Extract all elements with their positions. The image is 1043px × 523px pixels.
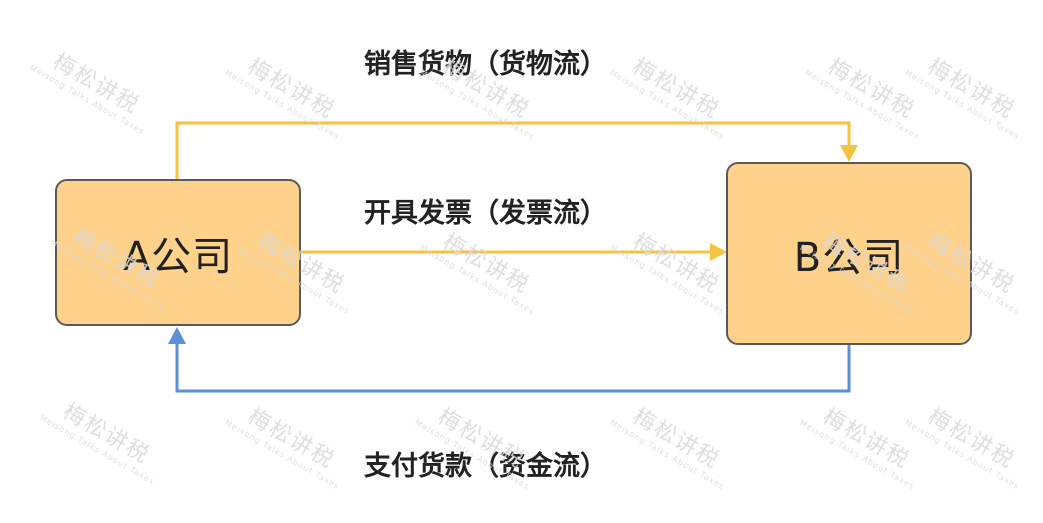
goods-flow-arrowhead <box>840 145 858 162</box>
node-company-a: A公司 <box>55 179 301 326</box>
invoice-flow-label: 开具发票（发票流） <box>364 198 607 229</box>
goods-flow-label: 销售货物（货物流） <box>364 49 607 80</box>
invoice-flow-arrowhead <box>710 243 727 261</box>
node-company-a-label: A公司 <box>122 233 234 280</box>
payment-flow-arrowhead <box>168 327 186 344</box>
payment-flow-label: 支付货款（资金流） <box>364 451 607 482</box>
goods-flow-line <box>175 121 851 179</box>
payment-flow-line <box>175 343 851 393</box>
node-company-b: B公司 <box>726 162 972 345</box>
node-company-b-label: B公司 <box>793 234 905 281</box>
